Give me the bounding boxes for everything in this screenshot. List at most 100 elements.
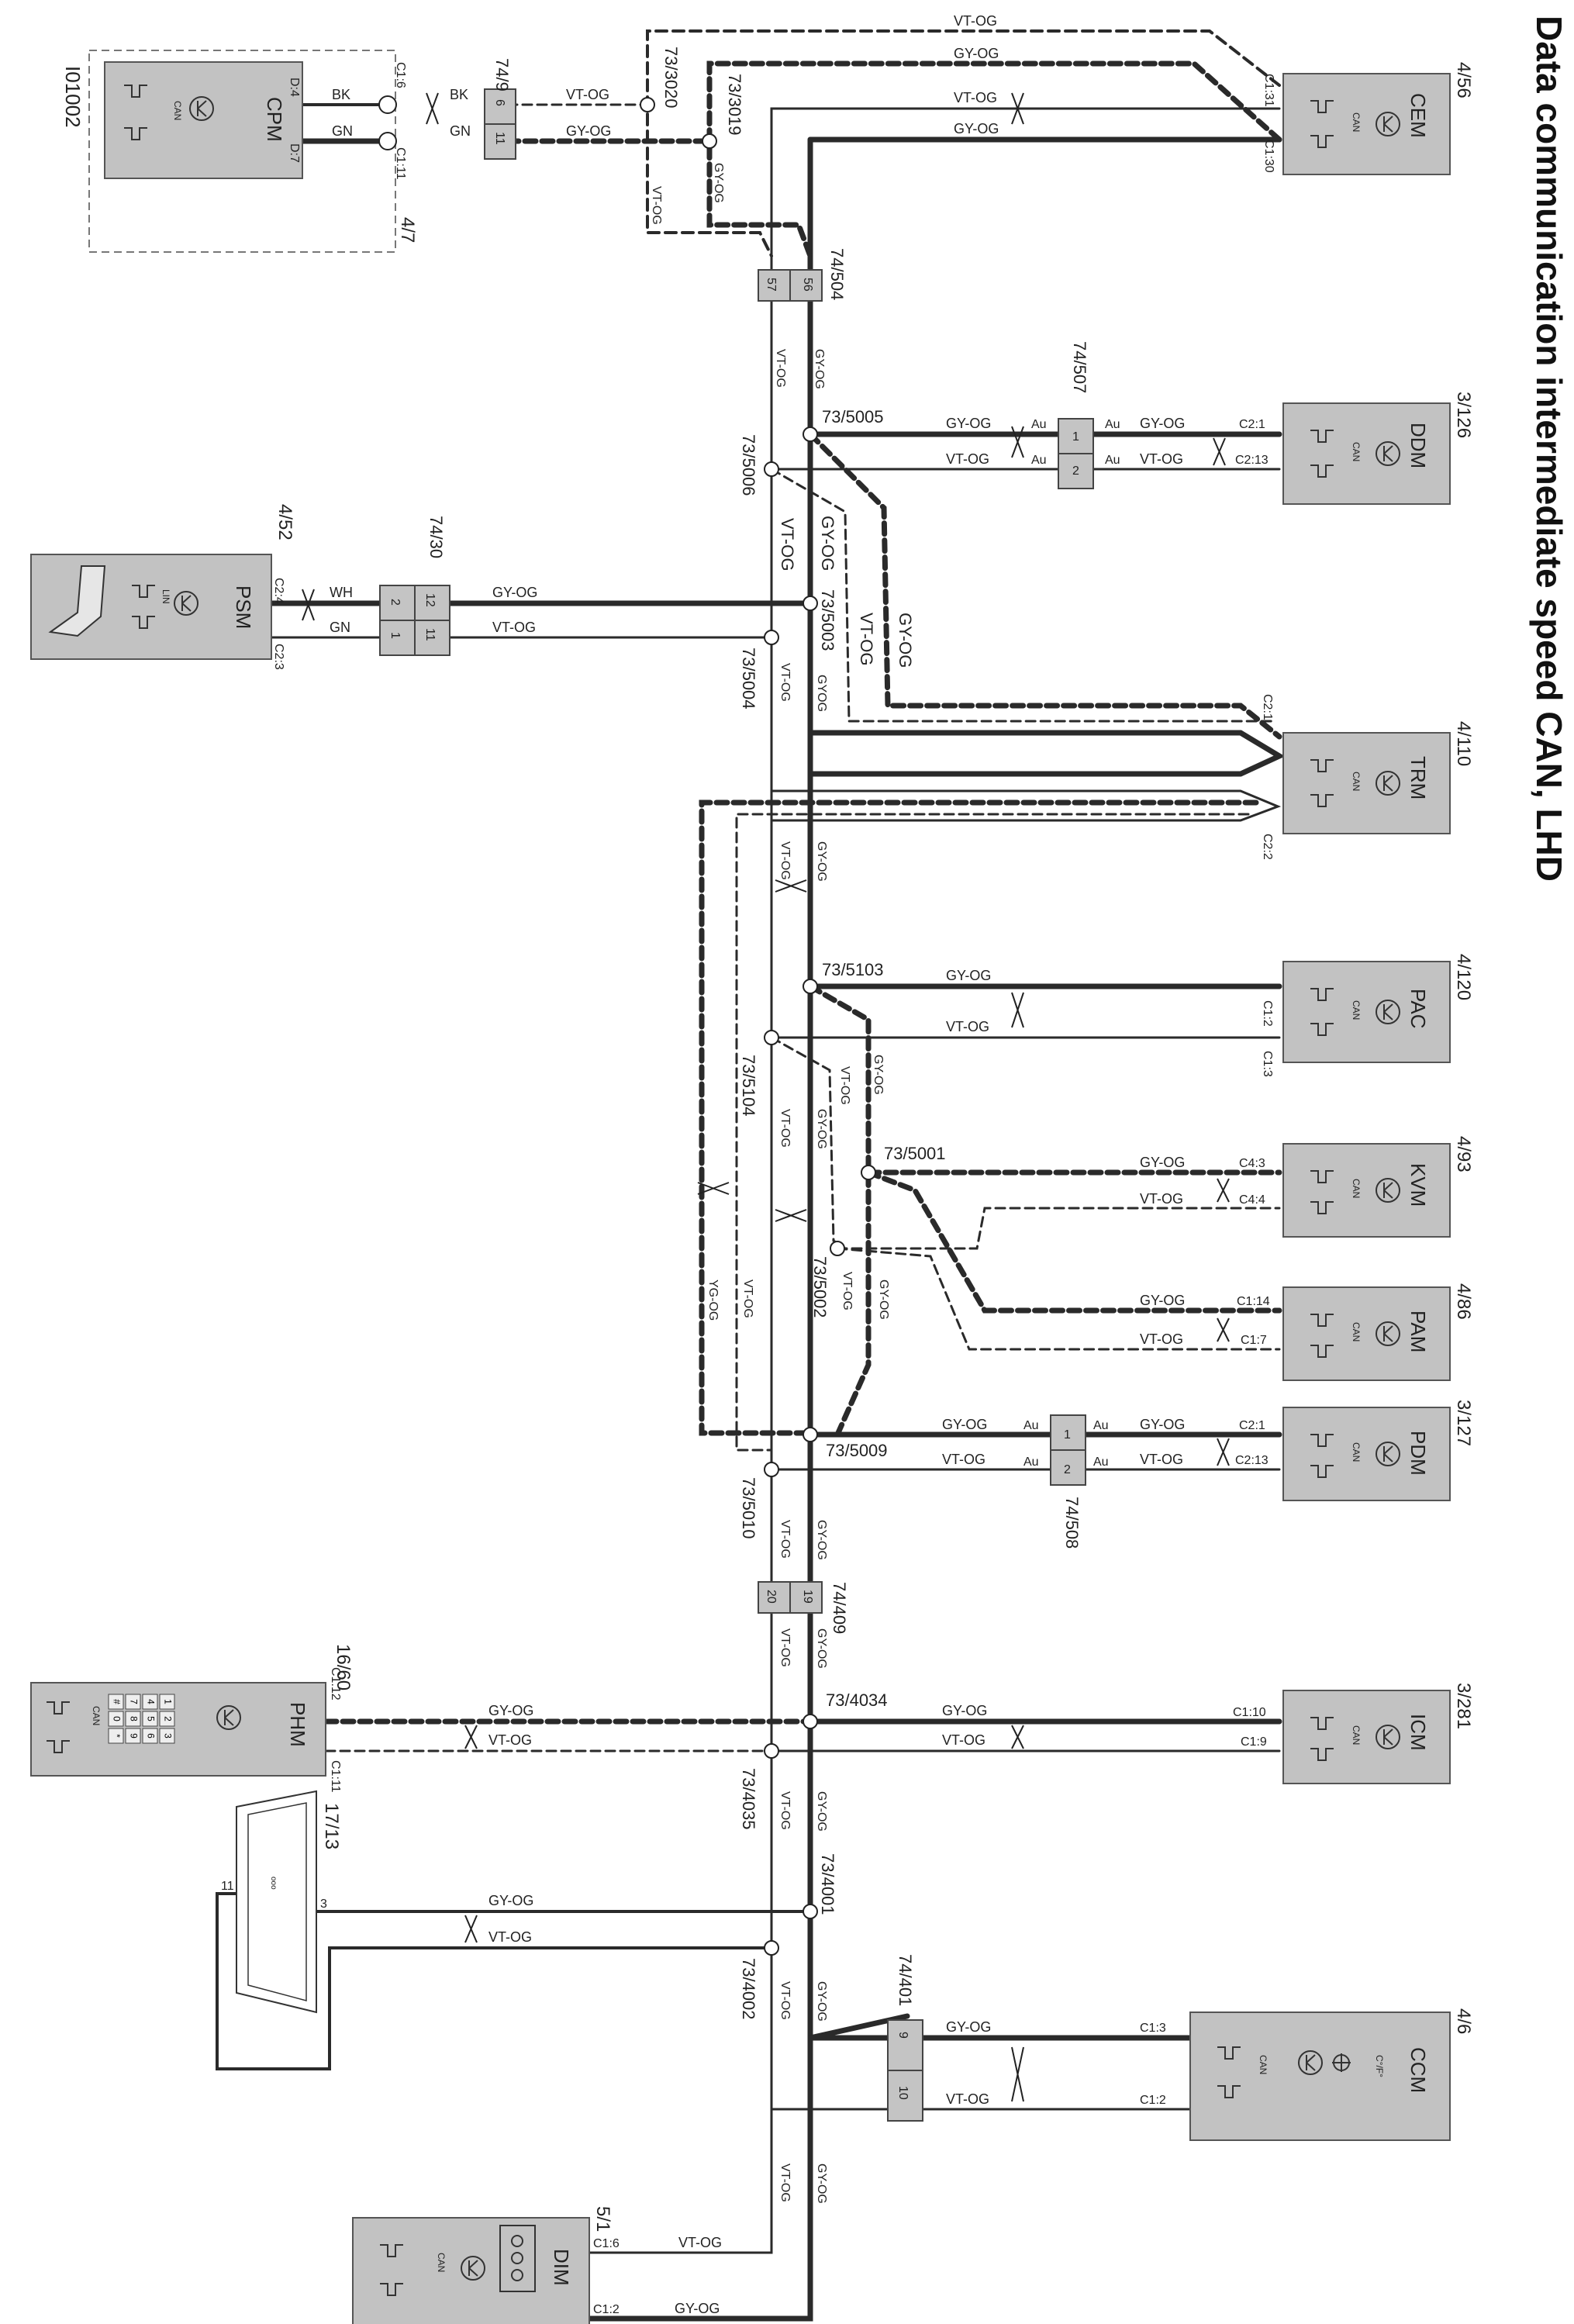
c74-9-pin-1: 6 [493,99,506,106]
phm-key-box [125,1728,141,1744]
wire-label-ddm-dash-vtog: VT-OG [857,613,876,665]
ddm-pin-2: C2:13 [1235,454,1269,467]
wire-label-yg-og: YG-OG [706,1279,720,1321]
ccm-box [1189,2011,1451,2141]
pam-bus: CAN [1351,1322,1362,1342]
ccm-pin-2: C1:2 [1140,2094,1166,2107]
phm-bus: CAN [91,1706,102,1725]
icm-pin-1: C1:10 [1233,1706,1266,1719]
pam-pin-1: C1:14 [1237,1295,1270,1308]
psm-seat-icon [48,565,106,637]
phm-key-box [142,1728,158,1744]
wire-label-cpm-gn-2: GN [450,123,471,139]
wire-label-ddm-vtog-2: VT-OG [1140,451,1183,467]
wire-label-dlc-vtog: VT-OG [488,1929,532,1945]
pac-can-wave-icon [1310,988,1334,1036]
phm-key-label: 6 [145,1733,156,1739]
c74-9-id: 74/9 [492,58,512,92]
cpm-pin-1: D:4 [288,78,301,97]
cem-name: CEM [1407,93,1430,138]
c74-409-pin-1: 19 [801,1590,814,1604]
trm-bus: CAN [1351,772,1362,791]
c74-504-id: 74/504 [827,248,847,300]
wire-trm-dash-vt [735,813,1250,1452]
kvm-pin-2: C4:4 [1239,1193,1265,1207]
wire-label-dim-gyog: GY-OG [675,2301,720,2316]
wire-kvm-gyog [865,1169,1244,1314]
phm-key-box [125,1694,141,1710]
splice-5005-label: 73/5005 [822,407,884,426]
splice-5002-label: 73/5002 [810,1256,830,1318]
labels: CEM 4/56 CAN C1:31 C1:30 DDM 3/126 CAN C… [61,13,1474,2316]
icm-id: 3/281 [1453,1683,1474,1729]
wire-label-pdm-gyog-2: GY-OG [1140,1417,1185,1432]
pdm-bus: CAN [1351,1442,1362,1462]
c74-30-left-pin-2: 1 [388,632,402,639]
wire-label-5104-gyog: GY-OG [815,1109,828,1149]
icm-box [1282,1690,1451,1784]
phm-key-box [108,1728,124,1744]
wire-label-5002-vtog: VT-OG [841,1272,854,1310]
psm-id: 4/52 [274,504,295,540]
wire-cem-dash-vtog [646,29,1281,257]
phm-name: PHM [286,1702,309,1747]
splice-5006-label: 73/5006 [739,434,758,496]
dim-gauge-icon [499,2225,536,2292]
cem-pin-2: C1:30 [1262,140,1275,173]
wire-label-pdm-gyog-1: GY-OG [942,1417,987,1432]
kvm-bus: CAN [1351,1179,1362,1198]
pdm-can-wave-icon [1310,1434,1334,1478]
wire-label-psm-wh: WH [330,585,353,600]
cem-bus: CAN [1351,112,1362,132]
wire-trm-dash-yg [699,799,1259,1436]
wire-label-pdm-vtog-1: VT-OG [942,1452,985,1467]
cpm-pin-2: D:7 [288,143,301,163]
pam-pin-2: C1:7 [1241,1334,1267,1347]
psm-box [30,554,272,660]
psm-name: PSM [232,585,255,629]
phm-key-label: # [111,1699,122,1704]
kvm-k-icon [1376,1178,1400,1203]
phm-key-label: 4 [145,1699,156,1704]
wire-trm-gyog [807,730,1286,777]
c74-401-pin-1: 9 [896,2032,910,2039]
wire-label-dim-drop-gyog: GY-OG [815,2163,828,2204]
wire-label-5103-gyog: GY-OG [872,1055,885,1095]
c74-508-au-4: Au [1093,1456,1109,1469]
c74-30-left-pin-1: 2 [388,599,402,606]
splice-5104-label: 73/5104 [739,1055,758,1117]
c74-504-pin-1: 56 [801,278,814,292]
splice-4035-label: 73/4035 [739,1768,758,1830]
phm-key-label: 1 [162,1699,173,1704]
ccm-k-icon [1298,2050,1323,2075]
psm-pin-1: C2:4 [272,578,285,604]
pac-box [1282,961,1451,1063]
wire-label-ddm-vtog-1: VT-OG [946,451,989,467]
connector-blocks [379,88,1094,2122]
pam-name: PAM [1407,1310,1430,1352]
icm-can-wave-icon [1310,1717,1334,1761]
c74-507-au-4: Au [1105,454,1120,467]
wire-kvm-vtog [836,1207,1281,1250]
ccm-id: 4/6 [1453,2008,1474,2034]
wire-label-409-gyog: GY-OG [815,1628,828,1669]
wire-label-trm-vtog: VT-OG [778,841,792,880]
pdm-k-icon [1376,1442,1400,1466]
c74-508-pin-1: 1 [1064,1428,1071,1442]
icm-name: ICM [1407,1714,1430,1751]
wire-ddm-dash-vtog [770,468,1277,723]
dim-bus: CAN [436,2253,447,2272]
wire-label-ddm-dash-gyog: GY-OG [896,613,915,668]
dlc-pin-label: ooo [269,1877,278,1890]
wire-label-pam-gyog: GY-OG [1140,1293,1185,1308]
cpm-option-code: I01002 [61,66,85,128]
dim-name: DIM [550,2249,573,2286]
cem-box [1282,73,1451,175]
c74-504-pin-2: 57 [765,278,778,292]
c74-401-pin-2: 10 [896,2086,910,2100]
pac-pin-1: C1:2 [1261,1000,1274,1027]
splice-3019 [702,133,717,149]
phm-key-box [159,1711,175,1727]
c74-9-left-pin-2: C1:11 [394,147,407,180]
wire-label-5010-vtog: VT-OG [778,1520,792,1559]
